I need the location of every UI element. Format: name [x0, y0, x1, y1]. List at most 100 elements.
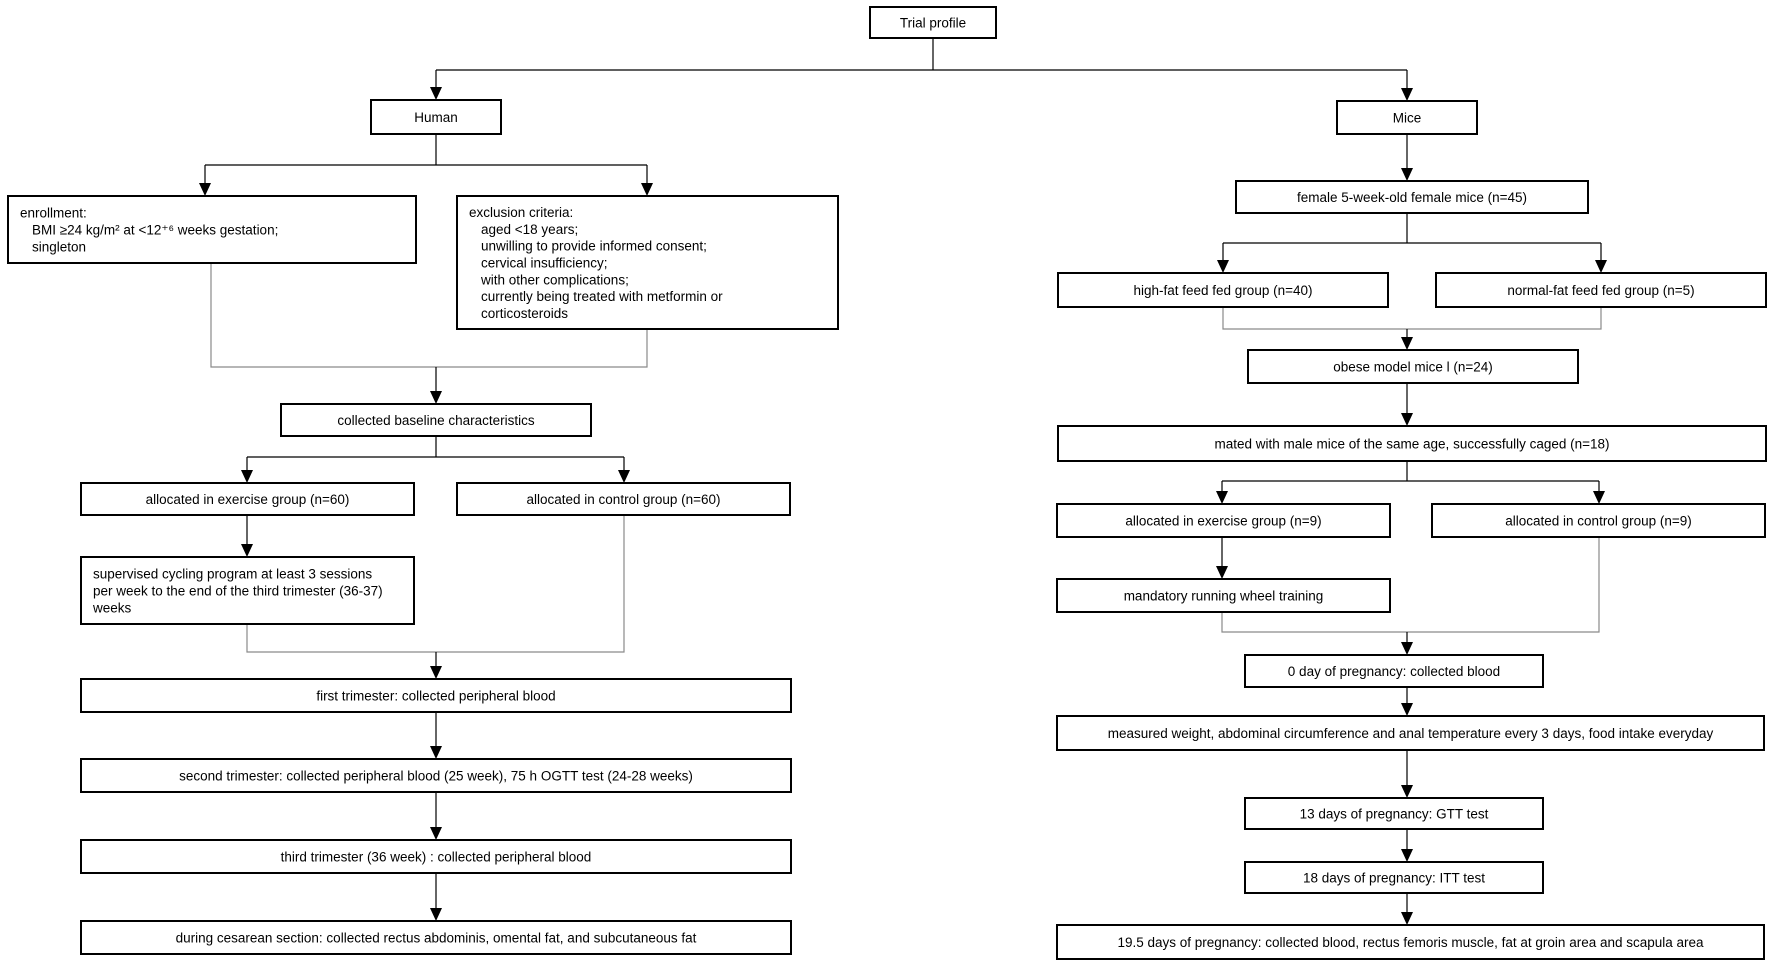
arrow-to-exclusion — [641, 183, 653, 196]
running-wheel-box-label: mandatory running wheel training — [1124, 589, 1324, 604]
human-control-group-box: allocated in control group (n=60) — [456, 482, 791, 516]
cycling-program-box: supervised cycling program at least 3 se… — [80, 556, 415, 625]
enrollment-box-frame — [7, 195, 417, 264]
high-fat-box-frame — [1057, 272, 1389, 308]
enrollment-box-line: enrollment: — [20, 206, 87, 221]
baseline-box-label: collected baseline characteristics — [337, 413, 535, 428]
mice-box: Mice — [1336, 100, 1478, 135]
high-fat-box: high-fat feed fed group (n=40) — [1057, 272, 1389, 308]
human-box-frame — [370, 99, 502, 135]
cesarean-box-label: during cesarean section: collected rectu… — [176, 931, 697, 946]
second-trimester-box-frame — [80, 758, 792, 793]
day18-box-label: 18 days of pregnancy: ITT test — [1303, 871, 1485, 886]
normal-fat-box-label: normal-fat feed fed group (n=5) — [1507, 283, 1694, 298]
exclusion-criteria-box-frame — [456, 195, 839, 330]
second-trimester-box: second trimester: collected peripheral b… — [80, 758, 792, 793]
arrow-to-baseline — [430, 391, 442, 404]
connector-merge-criteria — [210, 263, 648, 368]
normal-fat-box: normal-fat feed fed group (n=5) — [1435, 272, 1767, 308]
cesarean-box-frame — [80, 920, 792, 955]
exclusion-criteria-box-line: exclusion criteria: — [469, 205, 573, 220]
arrow-to-high-fat — [1217, 260, 1229, 273]
female-mice-box-label: female 5-week-old female mice (n=45) — [1297, 190, 1527, 205]
human-box-label: Human — [414, 110, 458, 125]
arrow-to-human-control — [618, 470, 630, 483]
human-exercise-group-box-label: allocated in exercise group (n=60) — [146, 492, 350, 507]
baseline-box: collected baseline characteristics — [280, 403, 592, 437]
cycling-program-box-line: weeks — [92, 600, 132, 615]
arrow-to-second-trimester — [430, 746, 442, 759]
first-trimester-box: first trimester: collected peripheral bl… — [80, 678, 792, 713]
enrollment-box-line: singleton — [32, 239, 86, 254]
mated-box: mated with male mice of the same age, su… — [1057, 425, 1767, 462]
mice-control-group-box-label: allocated in control group (n=9) — [1505, 514, 1692, 529]
day19-box-frame — [1056, 924, 1765, 960]
arrow-to-human-exercise — [241, 470, 253, 483]
day13-box: 13 days of pregnancy: GTT test — [1244, 797, 1544, 830]
running-wheel-box: mandatory running wheel training — [1056, 578, 1391, 613]
flowchart-connectors — [199, 38, 1607, 925]
normal-fat-box-frame — [1435, 272, 1767, 308]
arrow-to-obese — [1401, 337, 1413, 350]
first-trimester-box-frame — [80, 678, 792, 713]
arrow-to-measured — [1401, 703, 1413, 716]
arrow-to-day18 — [1401, 849, 1413, 862]
arrow-to-day13 — [1401, 785, 1413, 798]
obese-mice-box-frame — [1247, 349, 1579, 384]
human-exercise-group-box: allocated in exercise group (n=60) — [80, 482, 415, 516]
exclusion-criteria-box-line: aged <18 years; — [481, 222, 578, 237]
human-control-group-box-frame — [456, 482, 791, 516]
title-box: Trial profile — [869, 6, 997, 39]
measured-box-frame — [1056, 715, 1765, 751]
arrow-to-human — [430, 87, 442, 100]
day13-box-label: 13 days of pregnancy: GTT test — [1300, 807, 1489, 822]
mice-exercise-group-box-label: allocated in exercise group (n=9) — [1125, 514, 1321, 529]
mice-exercise-group-box-frame — [1056, 503, 1391, 538]
obese-mice-box: obese model mice l (n=24) — [1247, 349, 1579, 384]
day19-box: 19.5 days of pregnancy: collected blood,… — [1056, 924, 1765, 960]
exclusion-criteria-box: exclusion criteria: aged <18 years; unwill… — [456, 195, 839, 330]
arrow-to-mice — [1401, 88, 1413, 101]
cycling-program-box-frame — [80, 556, 415, 625]
measured-box: measured weight, abdominal circumference… — [1056, 715, 1765, 751]
human-box: Human — [370, 99, 502, 135]
human-exercise-group-box-frame — [80, 482, 415, 516]
arrow-to-mice-exercise — [1216, 491, 1228, 504]
enrollment-box: enrollment: BMI ≥24 kg/m² at <12⁺⁶ weeks … — [7, 195, 417, 264]
arrow-to-mice-control — [1593, 491, 1605, 504]
arrow-to-female-mice — [1401, 168, 1413, 181]
arrow-to-cycling — [241, 544, 253, 557]
arrow-to-day0 — [1401, 642, 1413, 655]
exclusion-criteria-box-line: currently being treated with metformin o… — [481, 289, 723, 304]
day0-box: 0 day of pregnancy: collected blood — [1244, 654, 1544, 688]
exclusion-criteria-box-line: unwilling to provide informed consent; — [481, 239, 707, 254]
female-mice-box: female 5-week-old female mice (n=45) — [1235, 180, 1589, 214]
mice-exercise-group-box: allocated in exercise group (n=9) — [1056, 503, 1391, 538]
connector-merge-mice-groups — [1221, 537, 1600, 633]
mice-control-group-box-frame — [1431, 503, 1766, 538]
mated-box-frame — [1057, 425, 1767, 462]
arrow-to-third-trimester — [430, 827, 442, 840]
day18-box: 18 days of pregnancy: ITT test — [1244, 861, 1544, 894]
arrow-to-running — [1216, 566, 1228, 579]
obese-mice-box-label: obese model mice l (n=24) — [1333, 360, 1492, 375]
measured-box-label: measured weight, abdominal circumference… — [1108, 726, 1714, 741]
enrollment-box-line: BMI ≥24 kg/m² at <12⁺⁶ weeks gestation; — [32, 223, 278, 238]
day13-box-frame — [1244, 797, 1544, 830]
connector-merge-feed — [1222, 307, 1602, 330]
mice-box-frame — [1336, 100, 1478, 135]
third-trimester-box: third trimester (36 week) : collected pe… — [80, 839, 792, 874]
cesarean-box: during cesarean section: collected rectu… — [80, 920, 792, 955]
mice-box-label: Mice — [1393, 111, 1422, 126]
cycling-program-box-line: per week to the end of the third trimest… — [93, 584, 383, 599]
day18-box-frame — [1244, 861, 1544, 894]
second-trimester-box-label: second trimester: collected peripheral b… — [179, 769, 693, 784]
day0-box-frame — [1244, 654, 1544, 688]
arrow-to-normal-fat — [1595, 260, 1607, 273]
exclusion-criteria-box-line: cervical insufficiency; — [481, 256, 608, 271]
day19-box-label: 19.5 days of pregnancy: collected blood,… — [1117, 935, 1704, 950]
mated-box-label: mated with male mice of the same age, su… — [1214, 437, 1609, 452]
day0-box-label: 0 day of pregnancy: collected blood — [1288, 664, 1500, 679]
